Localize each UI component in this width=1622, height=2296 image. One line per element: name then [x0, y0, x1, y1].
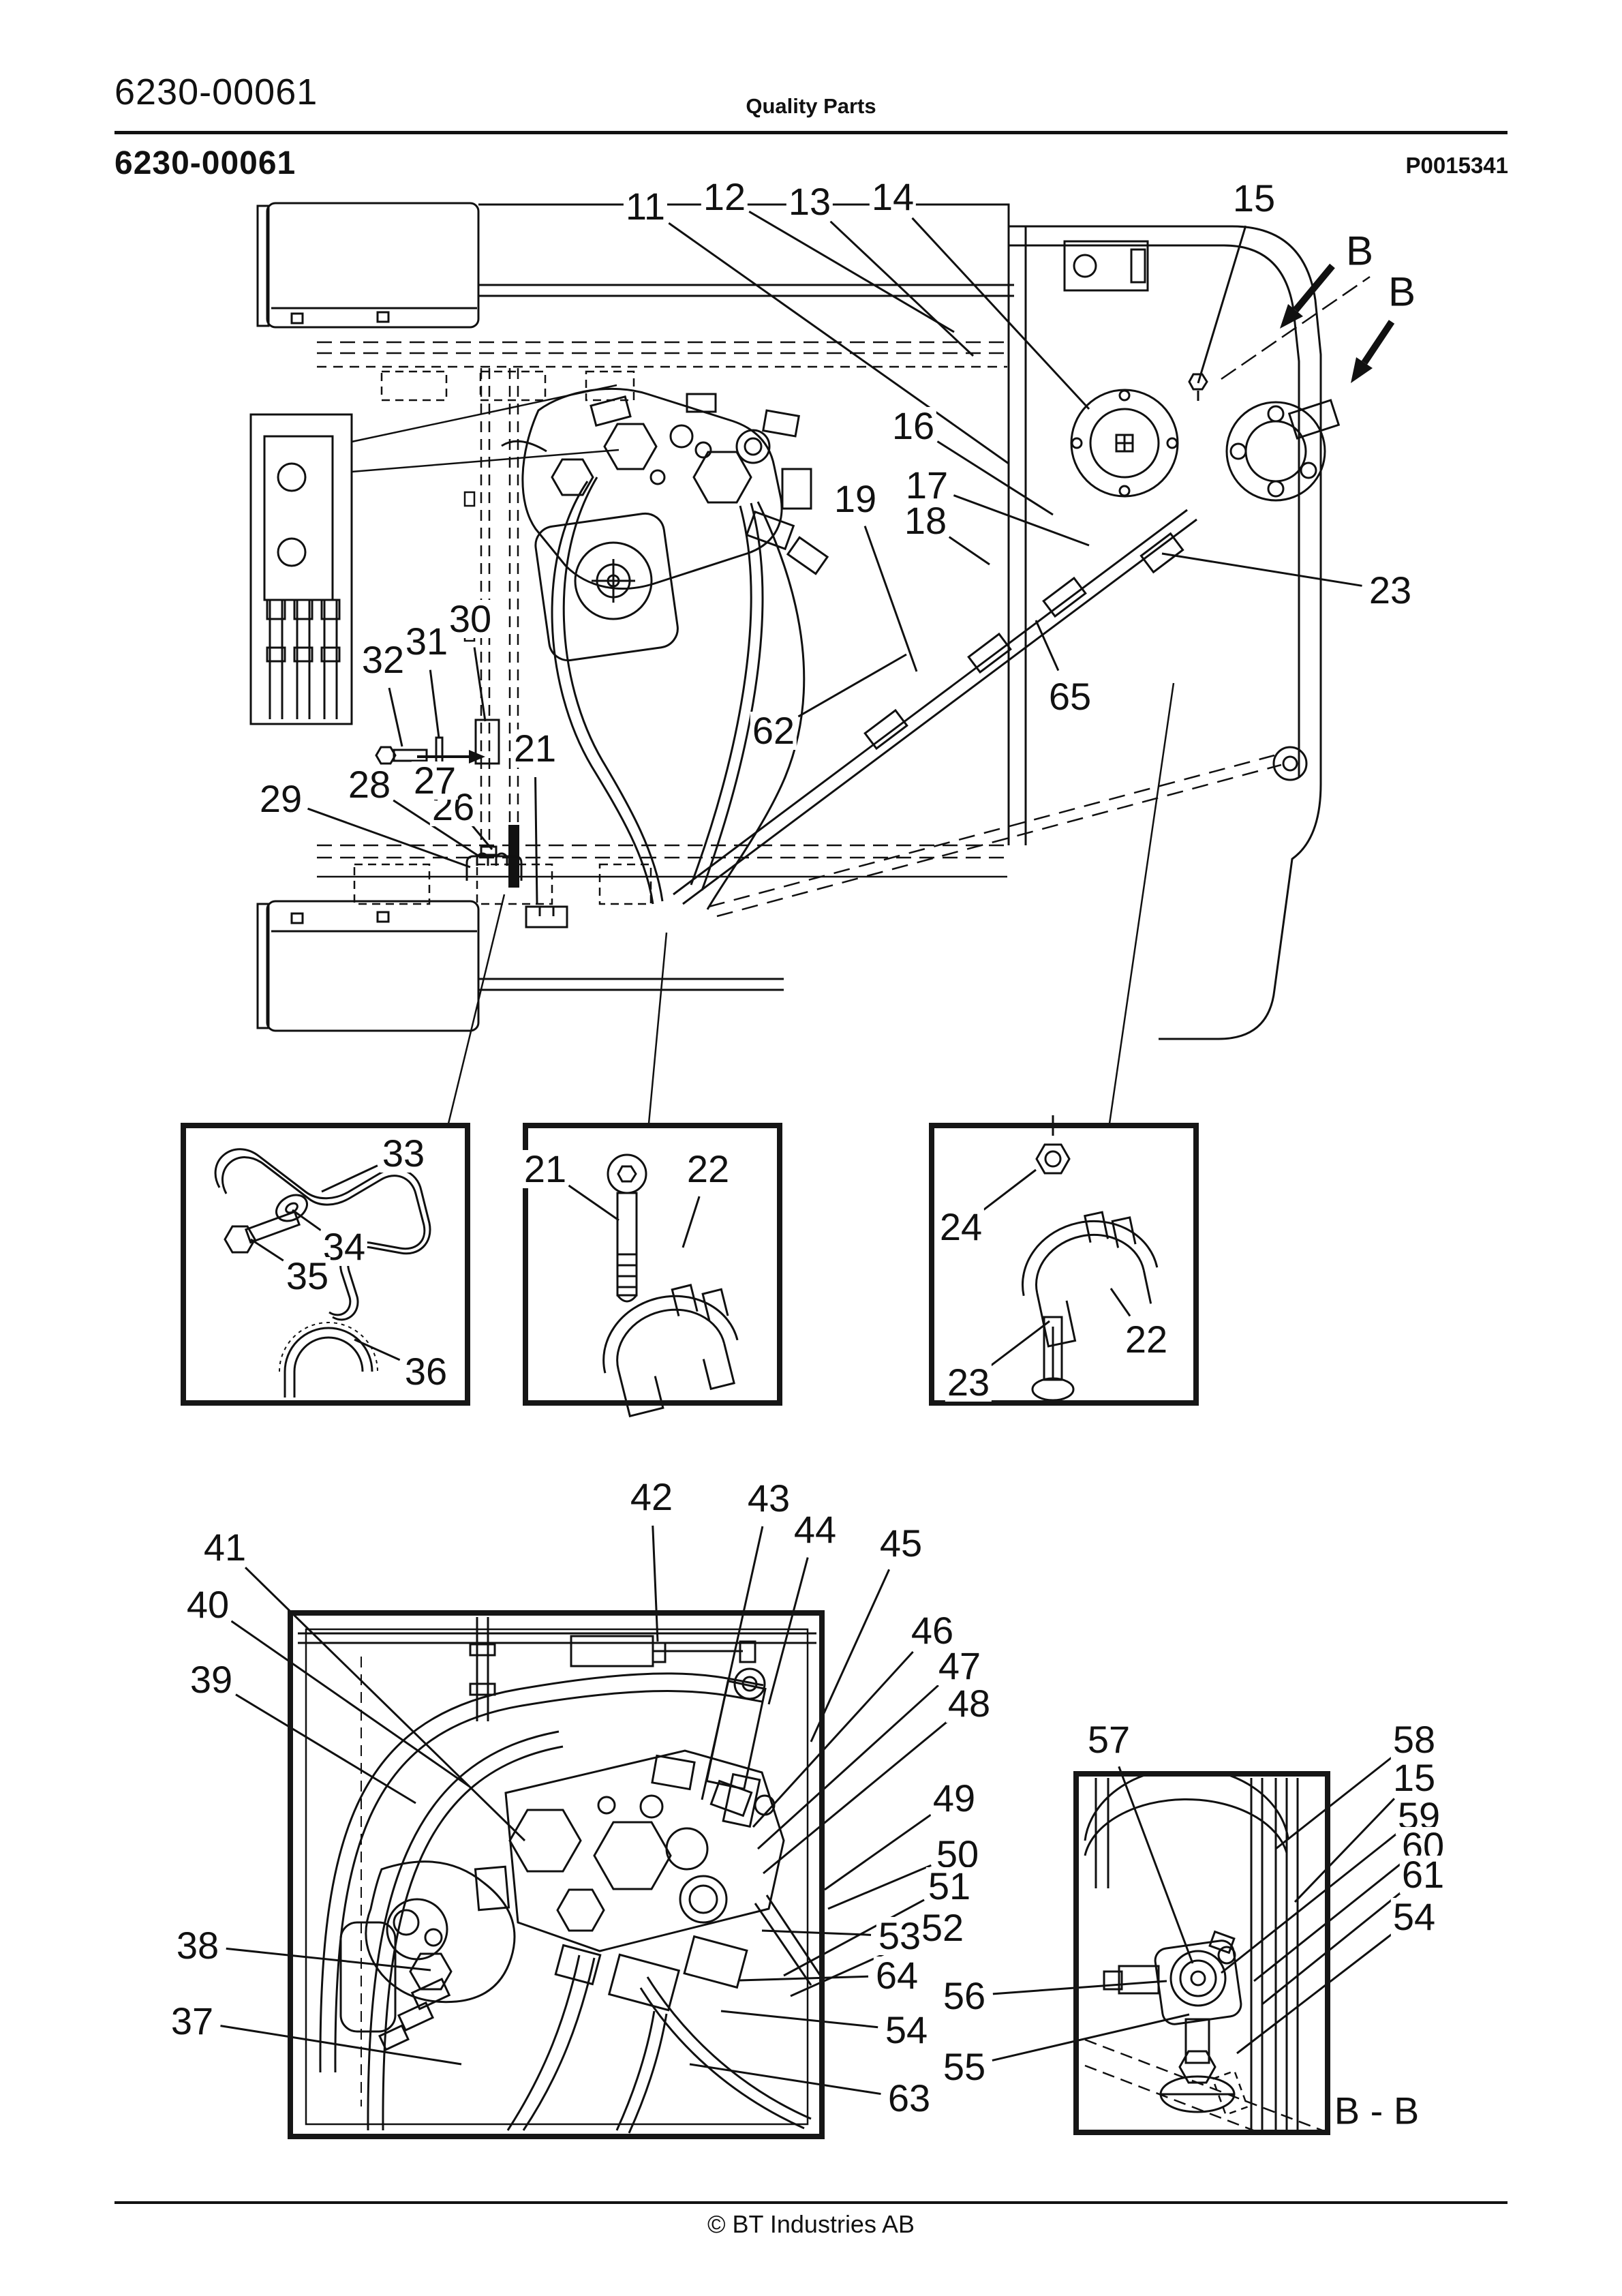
- callout-11: 11: [623, 187, 668, 226]
- detail-box-leaders: [447, 682, 1175, 1124]
- callout-15: 15: [1230, 179, 1278, 217]
- callout-27: 27: [411, 761, 459, 800]
- callout-19: 19: [831, 480, 879, 518]
- callout-23: 23: [945, 1363, 992, 1402]
- valve-detail-box-frame: [288, 1610, 825, 2139]
- callout-62: 62: [750, 712, 797, 750]
- callout-21: 21: [521, 1150, 569, 1188]
- callout-12: 12: [701, 178, 748, 216]
- callout-63: 63: [885, 2079, 933, 2117]
- callout-41: 41: [201, 1528, 249, 1567]
- callout-52: 52: [919, 1909, 966, 1947]
- callout-48: 48: [945, 1685, 993, 1723]
- copyright: © BT Industries AB: [707, 2210, 915, 2238]
- doc-number-bold: 6230-00061: [114, 145, 296, 181]
- valve-box-art: [298, 1617, 819, 2134]
- tilt-cylinder-tube: [673, 509, 1308, 918]
- callout-21: 21: [511, 729, 559, 768]
- callout-23: 23: [1366, 571, 1414, 609]
- callout-24: 24: [937, 1208, 985, 1246]
- callout-37: 37: [168, 2002, 216, 2040]
- section-arrow-label-2: B: [1388, 269, 1416, 315]
- callout-40: 40: [184, 1586, 232, 1624]
- clamp-detail-box-1-frame: [181, 1123, 470, 1406]
- callout-50: 50: [934, 1835, 981, 1873]
- callout-45: 45: [877, 1524, 925, 1562]
- callout-32: 32: [359, 641, 407, 679]
- callout-22: 22: [684, 1150, 732, 1188]
- callout-55: 55: [940, 2048, 988, 2086]
- section-view-label: B - B: [1334, 2089, 1420, 2132]
- callout-54: 54: [883, 2011, 930, 2049]
- clamp-detail-box-2-frame: [523, 1123, 782, 1406]
- callout-49: 49: [930, 1779, 978, 1817]
- callout-64: 64: [873, 1957, 921, 1995]
- hydraulic-hoses: [501, 440, 806, 910]
- callout-33: 33: [380, 1134, 427, 1173]
- callout-65: 65: [1046, 678, 1094, 716]
- screw-clamp-detail: [602, 1153, 739, 1418]
- wire-clamp-detail: [214, 1148, 431, 1398]
- callout-39: 39: [187, 1661, 235, 1699]
- callout-38: 38: [174, 1927, 221, 1965]
- callout-56: 56: [940, 1977, 988, 2015]
- section-arrow-label-1: B: [1345, 228, 1374, 274]
- page-title: Quality Parts: [746, 94, 876, 118]
- callout-54: 54: [1390, 1898, 1438, 1936]
- clamp-detail-box-3-frame: [929, 1123, 1199, 1406]
- callout-42: 42: [628, 1478, 675, 1516]
- nut-clamp-bolt-detail: [1022, 1115, 1159, 1402]
- callout-43: 43: [745, 1479, 793, 1517]
- callout-14: 14: [869, 178, 917, 216]
- small-fasteners: [375, 719, 568, 928]
- pump-and-flange: [1070, 275, 1371, 502]
- left-hose-bracket: [249, 384, 619, 725]
- callout-61: 61: [1399, 1856, 1447, 1894]
- callout-46: 46: [908, 1612, 956, 1650]
- section-arrows-art: [1280, 263, 1395, 383]
- callout-57: 57: [1085, 1721, 1133, 1759]
- callout-16: 16: [889, 407, 937, 445]
- callout-36: 36: [402, 1353, 450, 1391]
- figure-code: P0015341: [1405, 153, 1508, 178]
- section-b-b-box-frame: [1073, 1771, 1330, 2135]
- callout-44: 44: [791, 1511, 839, 1549]
- callout-51: 51: [925, 1867, 973, 1905]
- callout-29: 29: [257, 780, 305, 818]
- doc-number: 6230-00061: [114, 72, 318, 112]
- section-box-art: [1084, 1777, 1323, 2130]
- callout-15: 15: [1390, 1759, 1438, 1797]
- callout-35: 35: [284, 1257, 331, 1295]
- callout-22: 22: [1122, 1320, 1170, 1359]
- valve-cluster: [521, 388, 829, 662]
- callout-31: 31: [403, 622, 450, 661]
- callout-13: 13: [786, 183, 833, 221]
- callout-28: 28: [346, 766, 393, 804]
- callout-58: 58: [1390, 1721, 1438, 1759]
- callout-30: 30: [446, 600, 494, 638]
- header-rule: [114, 131, 1508, 134]
- callout-17: 17: [903, 466, 951, 504]
- footer-rule: [114, 2201, 1508, 2204]
- callout-18: 18: [902, 502, 949, 540]
- callout-47: 47: [936, 1647, 983, 1685]
- callout-53: 53: [876, 1917, 923, 1955]
